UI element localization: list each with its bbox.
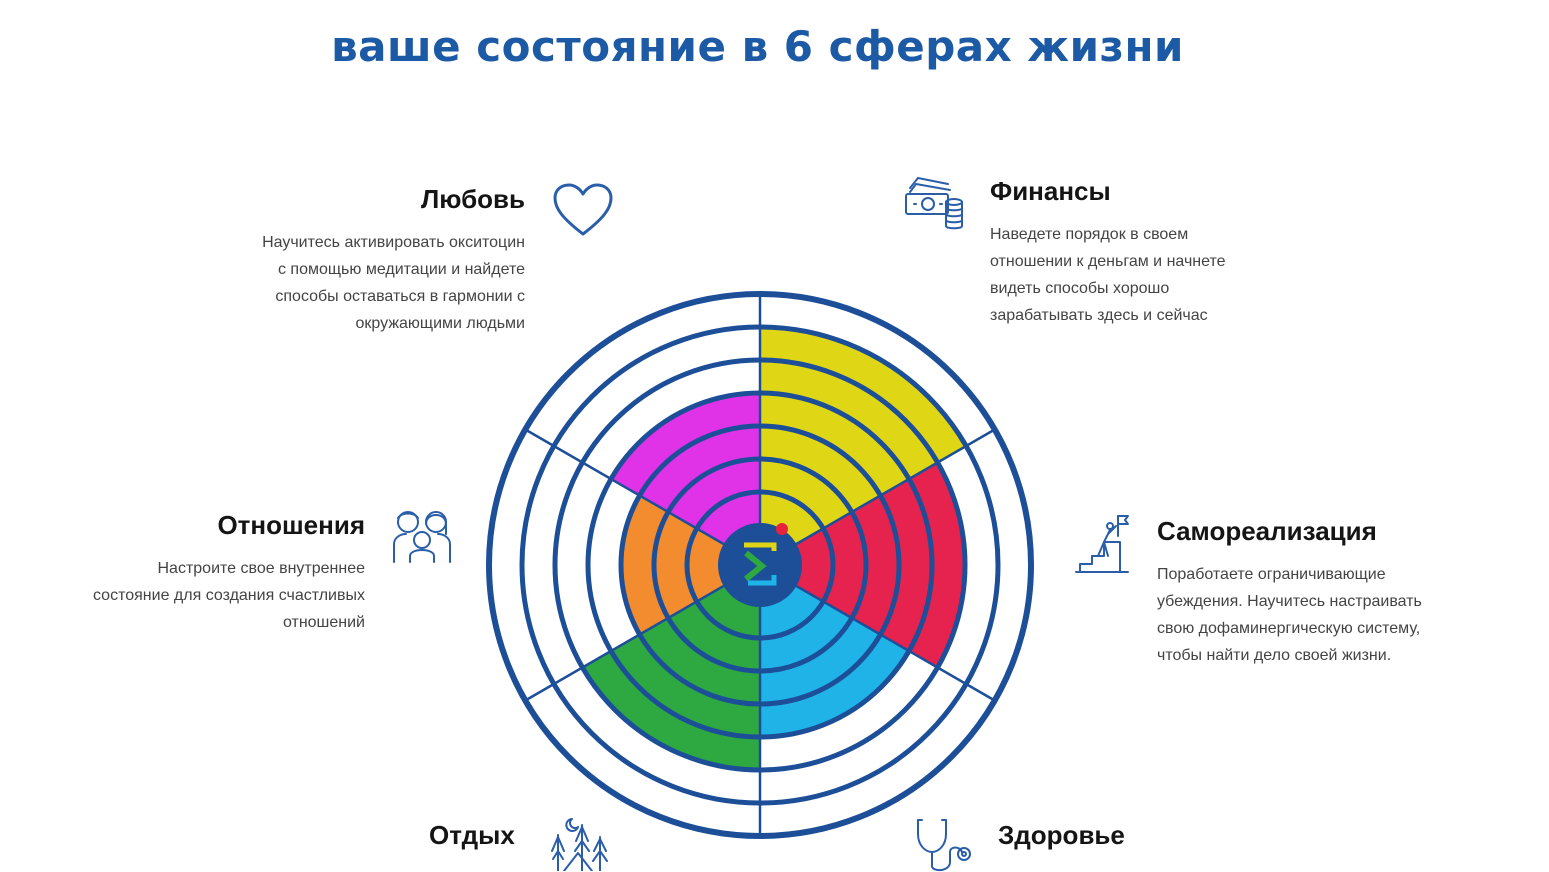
desc-line: зарабатывать здесь и сейчас bbox=[990, 307, 1208, 324]
sector-divider bbox=[794, 583, 996, 702]
sigma-logo-top bbox=[744, 542, 777, 551]
sphere-title: Здоровье bbox=[998, 820, 1125, 850]
ring-4 bbox=[585, 390, 935, 740]
sphere-description: Поработаете ограничивающие убеждения. На… bbox=[1157, 561, 1497, 669]
desc-line: убеждения. Научитесь настраивать bbox=[1157, 593, 1422, 610]
sector-4 bbox=[582, 585, 760, 770]
sphere-title: Отдых bbox=[429, 820, 515, 850]
desc-line: видеть способы хорошо bbox=[990, 280, 1170, 297]
desc-line: окружающими людьми bbox=[355, 315, 525, 332]
desc-line: способы оставаться в гармонии с bbox=[275, 288, 525, 305]
sphere-health: Здоровье bbox=[998, 820, 1125, 851]
notification-dot bbox=[776, 523, 788, 535]
sphere-description: Настроите свое внутреннее состояние для … bbox=[25, 555, 365, 636]
sphere-description: Наведете порядок в своем отношении к ден… bbox=[990, 221, 1330, 329]
sphere-title: Любовь bbox=[420, 184, 525, 214]
desc-line: отношении к деньгам и начнете bbox=[990, 253, 1226, 270]
camping-icon bbox=[551, 818, 608, 871]
ring-6 bbox=[519, 324, 1001, 806]
ring-5 bbox=[552, 357, 968, 773]
sector-divider bbox=[794, 428, 996, 547]
sector-1 bbox=[760, 327, 967, 545]
desc-line: Наведете порядок в своем bbox=[990, 226, 1189, 243]
summit-flag-icon bbox=[1075, 515, 1129, 573]
page-title: ваше состояние в 6 сферах жизни bbox=[331, 22, 1184, 71]
sigma-logo-bottom bbox=[748, 575, 777, 586]
sigma-logo-middle bbox=[744, 550, 767, 582]
sphere-description: Научитесь активировать окситоцин с помощ… bbox=[185, 229, 525, 337]
sphere-relations: Отношения Настроите свое внутреннее сост… bbox=[25, 510, 365, 636]
desc-line: Настроите свое внутреннее bbox=[157, 560, 366, 577]
sector-divider bbox=[524, 583, 726, 702]
ring-1 bbox=[684, 489, 836, 641]
heart-icon bbox=[553, 183, 613, 236]
ring-3 bbox=[618, 423, 902, 707]
sphere-title: Финансы bbox=[990, 176, 1111, 206]
stethoscope-icon bbox=[917, 819, 971, 872]
desc-line: чтобы найти дело своей жизни. bbox=[1157, 647, 1392, 664]
money-icon bbox=[905, 177, 963, 230]
desc-line: отношений bbox=[282, 614, 365, 631]
family-icon bbox=[393, 511, 451, 563]
sphere-finance: Финансы Наведете порядок в своем отношен… bbox=[990, 176, 1330, 329]
sphere-title: Отношения bbox=[217, 510, 365, 540]
ring-2 bbox=[651, 456, 869, 674]
desc-line: Научитесь активировать окситоцин bbox=[262, 234, 525, 251]
desc-line: состояние для создания счастливых bbox=[93, 587, 365, 604]
sphere-rest: Отдых bbox=[429, 820, 515, 851]
desc-line: Поработаете ограничивающие bbox=[1157, 566, 1386, 583]
desc-line: свою дофаминергическую систему, bbox=[1157, 620, 1421, 637]
desc-line: с помощью медитации и найдете bbox=[277, 261, 525, 278]
sphere-love: Любовь Научитесь активировать окситоцин … bbox=[185, 184, 525, 337]
sector-divider bbox=[524, 428, 726, 547]
ring-7 bbox=[486, 291, 1034, 839]
sphere-self-realization: Самореализация Поработаете ограничивающи… bbox=[1157, 516, 1497, 669]
sphere-title: Самореализация bbox=[1157, 516, 1377, 546]
